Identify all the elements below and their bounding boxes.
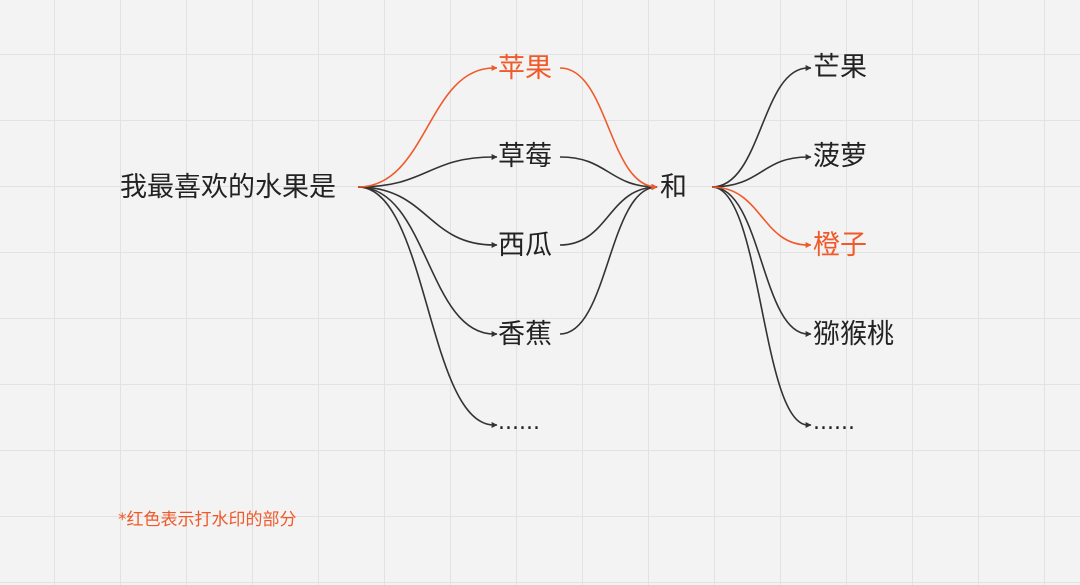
node-apple: 苹果 xyxy=(498,53,552,84)
node-mango: 芒果 xyxy=(813,52,867,83)
edge-root-to-strawberry xyxy=(357,154,498,188)
edge-banana-to-and xyxy=(559,184,658,335)
node-strawberry: 草莓 xyxy=(498,141,552,172)
node-root: 我最喜欢的水果是 xyxy=(120,172,336,203)
edge-strawberry-to-and xyxy=(559,156,658,190)
edge-and-to-kiwi xyxy=(711,186,812,337)
node-banana: 香蕉 xyxy=(498,319,552,350)
node-kiwi: 猕猴桃 xyxy=(813,319,894,350)
edge-and-to-pineapple xyxy=(711,154,812,188)
edge-and-to-mango xyxy=(711,65,812,188)
edge-root-to-banana xyxy=(357,186,498,337)
node-watermelon: 西瓜 xyxy=(498,230,552,261)
node-etc-left: ...... xyxy=(498,410,540,435)
edge-apple-to-and xyxy=(559,67,658,190)
edge-root-to-watermelon xyxy=(357,186,498,248)
edge-watermelon-to-and xyxy=(559,184,658,246)
edge-and-to-etc2 xyxy=(711,186,812,428)
node-etc-right: ...... xyxy=(813,410,855,435)
legend-note: *红色表示打水印的部分 xyxy=(118,510,297,530)
edge-root-to-etc1 xyxy=(357,186,498,428)
edge-and-to-orange xyxy=(711,186,812,248)
node-and: 和 xyxy=(660,172,687,203)
edge-root-to-apple xyxy=(357,65,498,188)
node-pineapple: 菠萝 xyxy=(813,141,867,172)
node-orange: 橙子 xyxy=(813,230,867,261)
